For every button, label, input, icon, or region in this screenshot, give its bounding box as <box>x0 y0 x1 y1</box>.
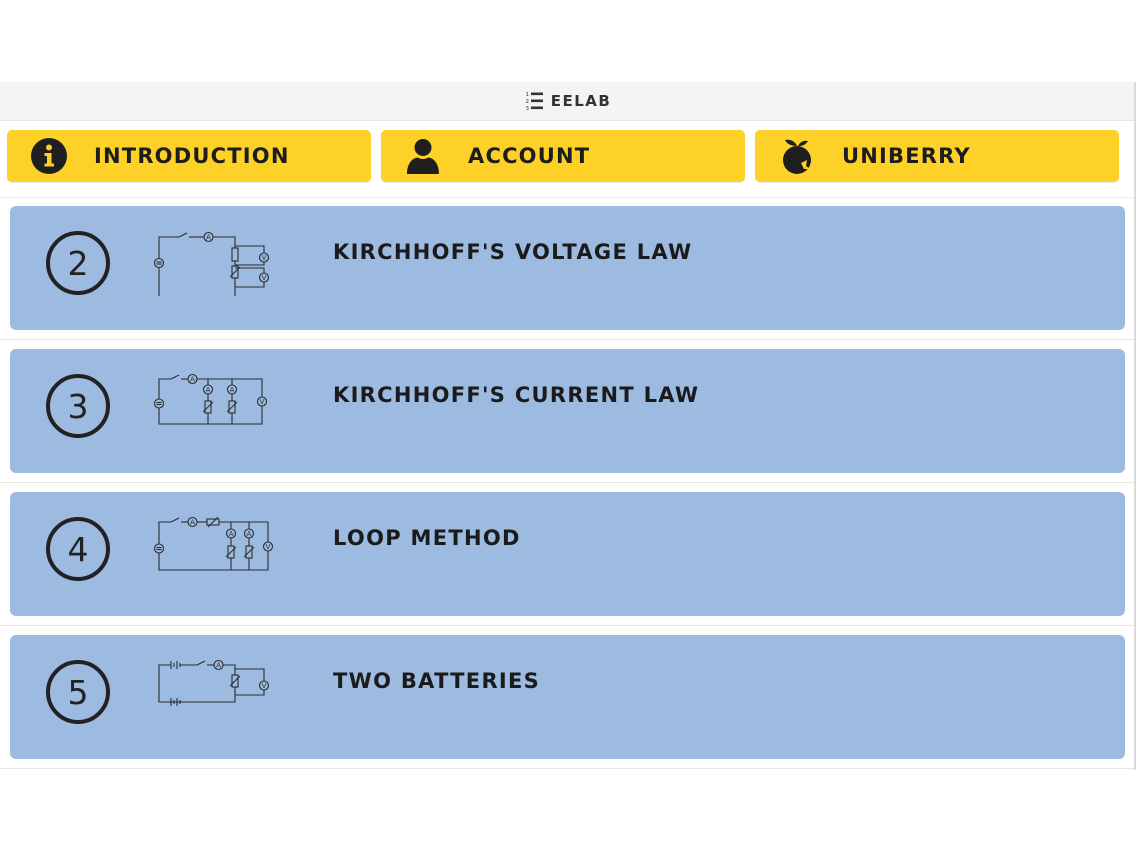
svg-text:A: A <box>216 662 221 670</box>
uniberry-button[interactable]: UNIBERRY <box>755 130 1119 182</box>
uniberry-fruit-icon <box>783 139 811 174</box>
svg-text:V: V <box>262 274 267 282</box>
app-window: 1 2 3 EELAB INTRODUCTION ACCOUNT <box>0 82 1136 770</box>
lesson-title: KIRCHHOFF'S VOLTAGE LAW <box>333 240 693 264</box>
lesson-list: 2 A V V KIRCHHOFF'S V <box>0 198 1134 769</box>
app-header: 1 2 3 EELAB <box>0 82 1134 121</box>
lesson-title: LOOP METHOD <box>333 526 521 550</box>
svg-text:V: V <box>260 398 265 406</box>
lesson-number-badge: 2 <box>46 231 110 295</box>
user-icon <box>407 139 439 174</box>
svg-text:3: 3 <box>525 106 529 112</box>
app-title: EELAB <box>550 92 612 110</box>
svg-text:1: 1 <box>525 92 529 98</box>
svg-text:A: A <box>229 530 234 538</box>
svg-text:A: A <box>206 234 211 242</box>
lesson-item-kcl[interactable]: 3 A A A V <box>0 349 1134 483</box>
lesson-item-kvl[interactable]: 2 A V V KIRCHHOFF'S V <box>0 206 1134 340</box>
introduction-label: INTRODUCTION <box>94 144 290 168</box>
svg-text:A: A <box>190 376 195 384</box>
lesson-number-badge: 3 <box>46 374 110 438</box>
svg-text:A: A <box>230 386 235 394</box>
two-battery-circuit-diagram-icon: A V <box>158 659 270 706</box>
uniberry-label: UNIBERRY <box>842 144 971 168</box>
introduction-button[interactable]: INTRODUCTION <box>7 130 371 182</box>
svg-text:V: V <box>262 254 267 262</box>
lesson-item-two-batteries[interactable]: 5 A V <box>0 635 1134 769</box>
svg-text:V: V <box>266 543 271 551</box>
info-icon <box>31 138 67 174</box>
numbered-list-icon: 1 2 3 <box>525 92 543 112</box>
lesson-title: KIRCHHOFF'S CURRENT LAW <box>333 383 700 407</box>
lesson-item-loop-method[interactable]: 4 A A A <box>0 492 1134 626</box>
lesson-title: TWO BATTERIES <box>333 669 541 693</box>
parallel-circuit-diagram-icon: A A A V <box>153 373 268 425</box>
series-circuit-diagram-icon: A V V <box>153 231 270 296</box>
lesson-number-badge: 5 <box>46 660 110 724</box>
svg-text:2: 2 <box>525 99 529 105</box>
svg-text:A: A <box>247 530 252 538</box>
loop-circuit-diagram-icon: A A A V <box>153 516 274 571</box>
main-nav: INTRODUCTION ACCOUNT UNIBERRY <box>0 121 1134 198</box>
svg-text:A: A <box>206 386 211 394</box>
account-button[interactable]: ACCOUNT <box>381 130 745 182</box>
lesson-number-badge: 4 <box>46 517 110 581</box>
svg-text:V: V <box>262 682 267 690</box>
svg-text:A: A <box>190 519 195 527</box>
account-label: ACCOUNT <box>468 144 591 168</box>
